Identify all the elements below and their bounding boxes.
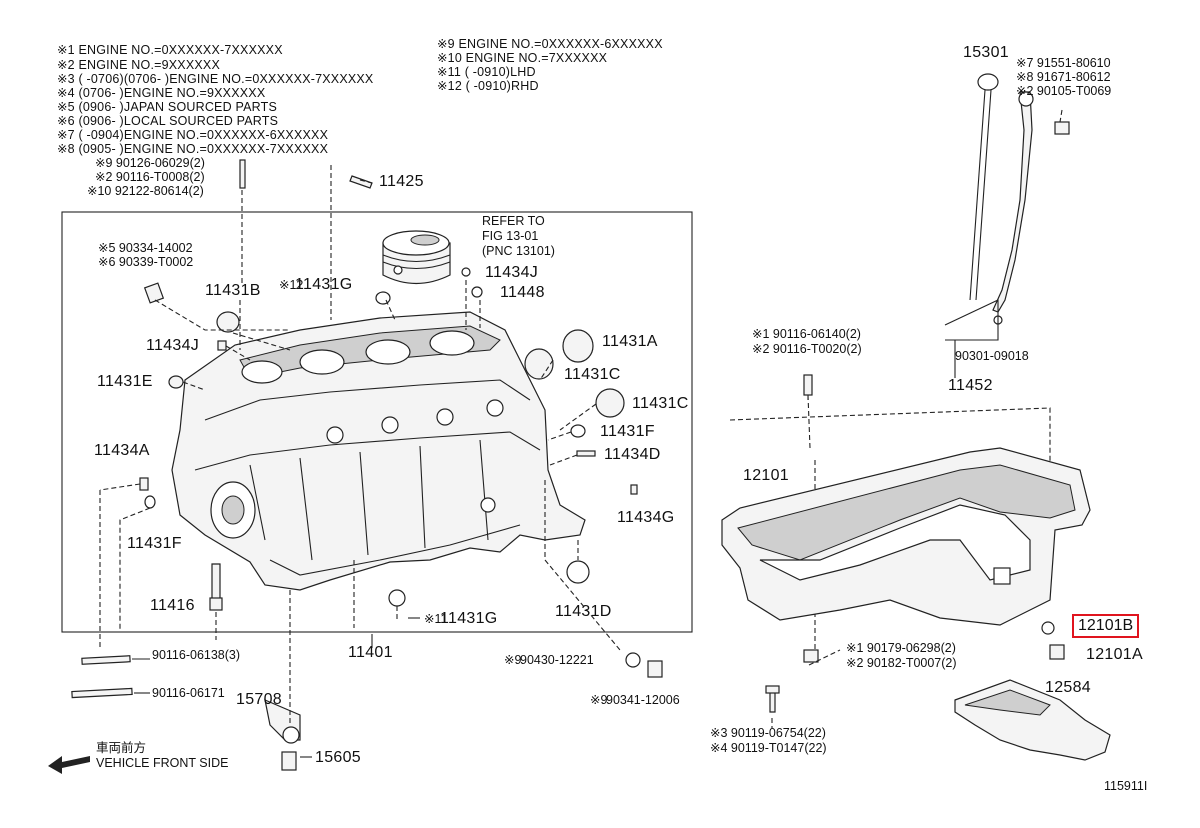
bolt-label-b[interactable]: 90116-06171 <box>152 686 225 700</box>
pan-bolt-part-2[interactable]: ※4 90119-T0147(22) <box>710 741 827 755</box>
part-label-11431b[interactable]: 11431B <box>205 282 261 299</box>
refer-line-3: (PNC 13101) <box>482 244 555 258</box>
part-label-11434j-right[interactable]: 11434J <box>485 264 539 281</box>
refer-line-2[interactable]: FIG 13-01 <box>482 229 539 243</box>
note-ref-11: ※11 <box>424 612 448 626</box>
part-label-11431g-bottom[interactable]: 11431G <box>440 610 498 627</box>
part-label-11434d[interactable]: 11434D <box>604 446 661 463</box>
note-5: ※5 (0906- )JAPAN SOURCED PARTS <box>57 100 278 114</box>
stud-part-3[interactable]: ※10 92122-80614(2) <box>87 184 204 198</box>
stud-part-1[interactable]: ※9 90126-06029(2) <box>95 156 205 170</box>
part-label-11431a[interactable]: 11431A <box>602 333 658 350</box>
part-label-12101a[interactable]: 12101A <box>1086 646 1143 663</box>
block-small-parts <box>71 159 663 771</box>
part-label-11431d[interactable]: 11431D <box>555 603 612 620</box>
part-label-12101b-highlighted[interactable]: 12101B <box>1072 614 1140 638</box>
sensor-part-1[interactable]: ※5 90334-14002 <box>98 241 193 255</box>
part-label-15301[interactable]: 15301 <box>963 44 1009 61</box>
oil-pan-baffle-12584 <box>954 679 1111 761</box>
bolt-label-a[interactable]: 90116-06138(3) <box>152 648 241 662</box>
piston-assembly <box>382 230 451 284</box>
oil-pan-12101[interactable] <box>721 374 1091 728</box>
part-label-12584[interactable]: 12584 <box>1045 679 1091 696</box>
part-label-11431g-top[interactable]: 11431G <box>295 276 353 293</box>
note-7: ※7 ( -0904)ENGINE NO.=0XXXXXX-6XXXXXX <box>57 128 329 142</box>
part-label-11425[interactable]: 11425 <box>379 173 424 190</box>
figure-number: 115911I <box>1104 779 1148 793</box>
note-6: ※6 (0906- )LOCAL SOURCED PARTS <box>57 114 279 128</box>
part-label-90430[interactable]: 90430-12221 <box>520 653 594 667</box>
note-12: ※12 ( -0910)RHD <box>437 79 539 93</box>
note-10: ※10 ENGINE NO.=7XXXXXX <box>437 51 608 65</box>
dipstick-part-3[interactable]: ※2 90105-T0069 <box>1016 84 1112 98</box>
note-ref-9b: ※9 <box>590 693 608 707</box>
pan-bolt-part-1[interactable]: ※3 90119-06754(22) <box>710 726 826 740</box>
pan-nut-part-2[interactable]: ※2 90182-T0007(2) <box>846 656 957 670</box>
part-label-90341[interactable]: 90341-12006 <box>606 693 680 707</box>
part-label-11448[interactable]: 11448 <box>500 284 545 301</box>
sensor-part-2[interactable]: ※6 90339-T0002 <box>98 255 194 269</box>
part-label-11434j-left[interactable]: 11434J <box>146 337 200 354</box>
part-label-11416[interactable]: 11416 <box>150 597 195 614</box>
note-11: ※11 ( -0910)LHD <box>437 65 536 79</box>
note-8: ※8 (0905- )ENGINE NO.=0XXXXXX-7XXXXXX <box>57 142 329 156</box>
note-1: ※1 ENGINE NO.=0XXXXXX-7XXXXXX <box>57 43 283 57</box>
note-9: ※9 ENGINE NO.=0XXXXXX-6XXXXXX <box>437 37 663 51</box>
part-label-11452[interactable]: 11452 <box>948 377 993 394</box>
block-group-frame <box>61 211 693 633</box>
part-label-11431f-right[interactable]: 11431F <box>600 423 655 440</box>
part-label-11431c-1[interactable]: 11431C <box>564 366 621 383</box>
note-4: ※4 (0706- )ENGINE NO.=9XXXXXX <box>57 86 266 100</box>
front-label-jp: 車両前方 <box>96 741 147 755</box>
note-ref-9a: ※9 <box>504 653 522 667</box>
note-ref-12: ※12 <box>279 278 304 292</box>
front-arrow-icon <box>48 756 90 774</box>
note-3: ※3 ( -0706)(0706- )ENGINE NO.=0XXXXXX-7X… <box>57 72 374 86</box>
part-label-11434a[interactable]: 11434A <box>94 442 150 459</box>
part-label-11431c-2[interactable]: 11431C <box>632 395 689 412</box>
front-label-en: VEHICLE FRONT SIDE <box>96 756 229 770</box>
part-label-15605[interactable]: 15605 <box>315 749 361 766</box>
dipstick-part-2[interactable]: ※8 91671-80612 <box>1016 70 1111 84</box>
pan-nut-part-1[interactable]: ※1 90179-06298(2) <box>846 641 956 655</box>
pan-stud-part-2[interactable]: ※2 90116-T0020(2) <box>752 342 862 356</box>
note-2: ※2 ENGINE NO.=9XXXXXX <box>57 58 220 72</box>
part-label-90301[interactable]: 90301-09018 <box>955 349 1029 363</box>
part-label-15708[interactable]: 15708 <box>236 691 282 708</box>
part-label-11401[interactable]: 11401 <box>348 644 393 661</box>
part-label-12101[interactable]: 12101 <box>743 467 789 484</box>
part-label-11431f-left[interactable]: 11431F <box>127 535 182 552</box>
part-label-11434g[interactable]: 11434G <box>617 509 675 526</box>
stud-part-2[interactable]: ※2 90116-T0008(2) <box>95 170 205 184</box>
refer-line-1: REFER TO <box>482 214 545 228</box>
part-label-11431e[interactable]: 11431E <box>97 373 153 390</box>
dipstick-assembly <box>944 73 1070 378</box>
dipstick-part-1[interactable]: ※7 91551-80610 <box>1016 56 1111 70</box>
cylinder-block-11401[interactable] <box>171 311 586 591</box>
block-leader-lines <box>99 165 621 758</box>
pan-stud-part-1[interactable]: ※1 90116-06140(2) <box>752 327 861 341</box>
